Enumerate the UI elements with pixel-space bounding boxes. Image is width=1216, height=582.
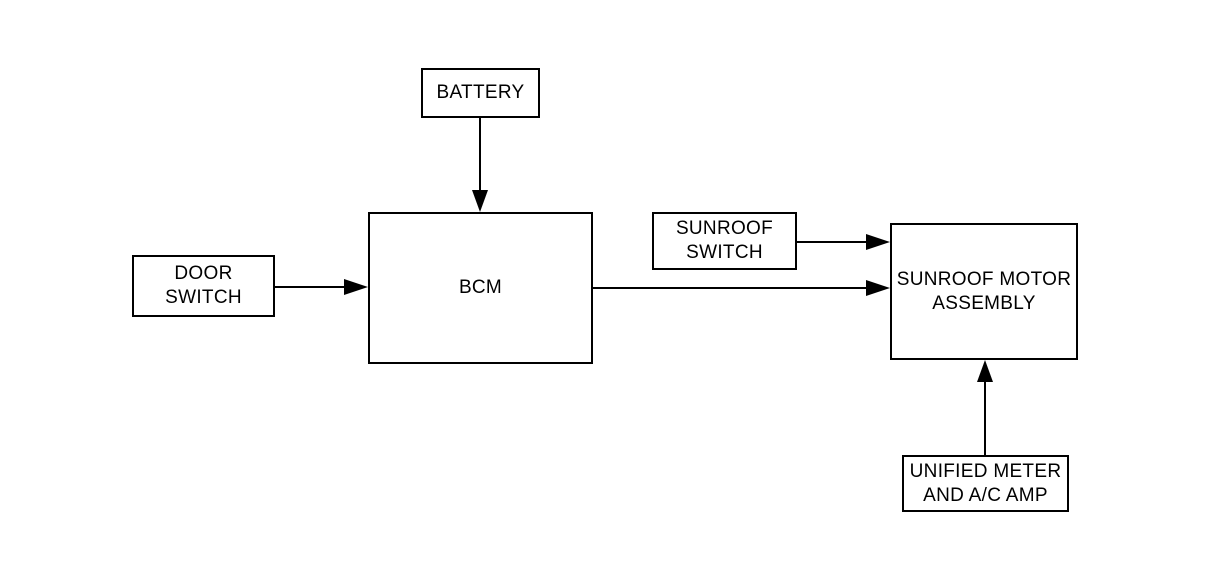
bcm-box: BCM — [368, 212, 593, 364]
arrowhead-right-icon — [344, 279, 368, 295]
line-unified-meter-to-sunroof-motor — [984, 380, 986, 455]
battery-box: BATTERY — [421, 68, 540, 118]
sunroof-switch-label-line2: SWITCH — [686, 242, 763, 263]
line-sunroof-switch-to-sunroof-motor — [797, 241, 868, 243]
battery-label: BATTERY — [436, 82, 525, 103]
line-door-switch-to-bcm — [275, 286, 348, 288]
unified-meter-label-line1: UNIFIED METER — [909, 460, 1062, 482]
sunroof-motor-label-line2: ASSEMBLY — [932, 292, 1036, 314]
line-bcm-to-sunroof-motor — [593, 287, 868, 289]
unified-meter-and-ac-amp-box: UNIFIED METER AND A/C AMP — [902, 455, 1069, 512]
sunroof-switch-label-line1: SUNROOF — [675, 218, 774, 239]
unified-meter-label-line2: AND A/C AMP — [923, 484, 1048, 506]
door-switch-label-line2: SWITCH — [165, 287, 242, 308]
arrowhead-right-icon — [866, 280, 890, 296]
sunroof-motor-label-line1: SUNROOF MOTOR — [896, 268, 1072, 290]
bcm-label: BCM — [458, 277, 503, 298]
line-battery-to-bcm — [479, 118, 481, 194]
door-switch-box: DOOR SWITCH — [132, 255, 275, 317]
door-switch-label-line1: DOOR — [174, 263, 233, 284]
sunroof-motor-assembly-box: SUNROOF MOTOR ASSEMBLY — [890, 223, 1078, 360]
arrowhead-right-icon — [866, 234, 890, 250]
sunroof-switch-box: SUNROOF SWITCH — [652, 212, 797, 270]
arrowhead-up-icon — [977, 360, 993, 382]
arrowhead-down-icon — [472, 190, 488, 212]
